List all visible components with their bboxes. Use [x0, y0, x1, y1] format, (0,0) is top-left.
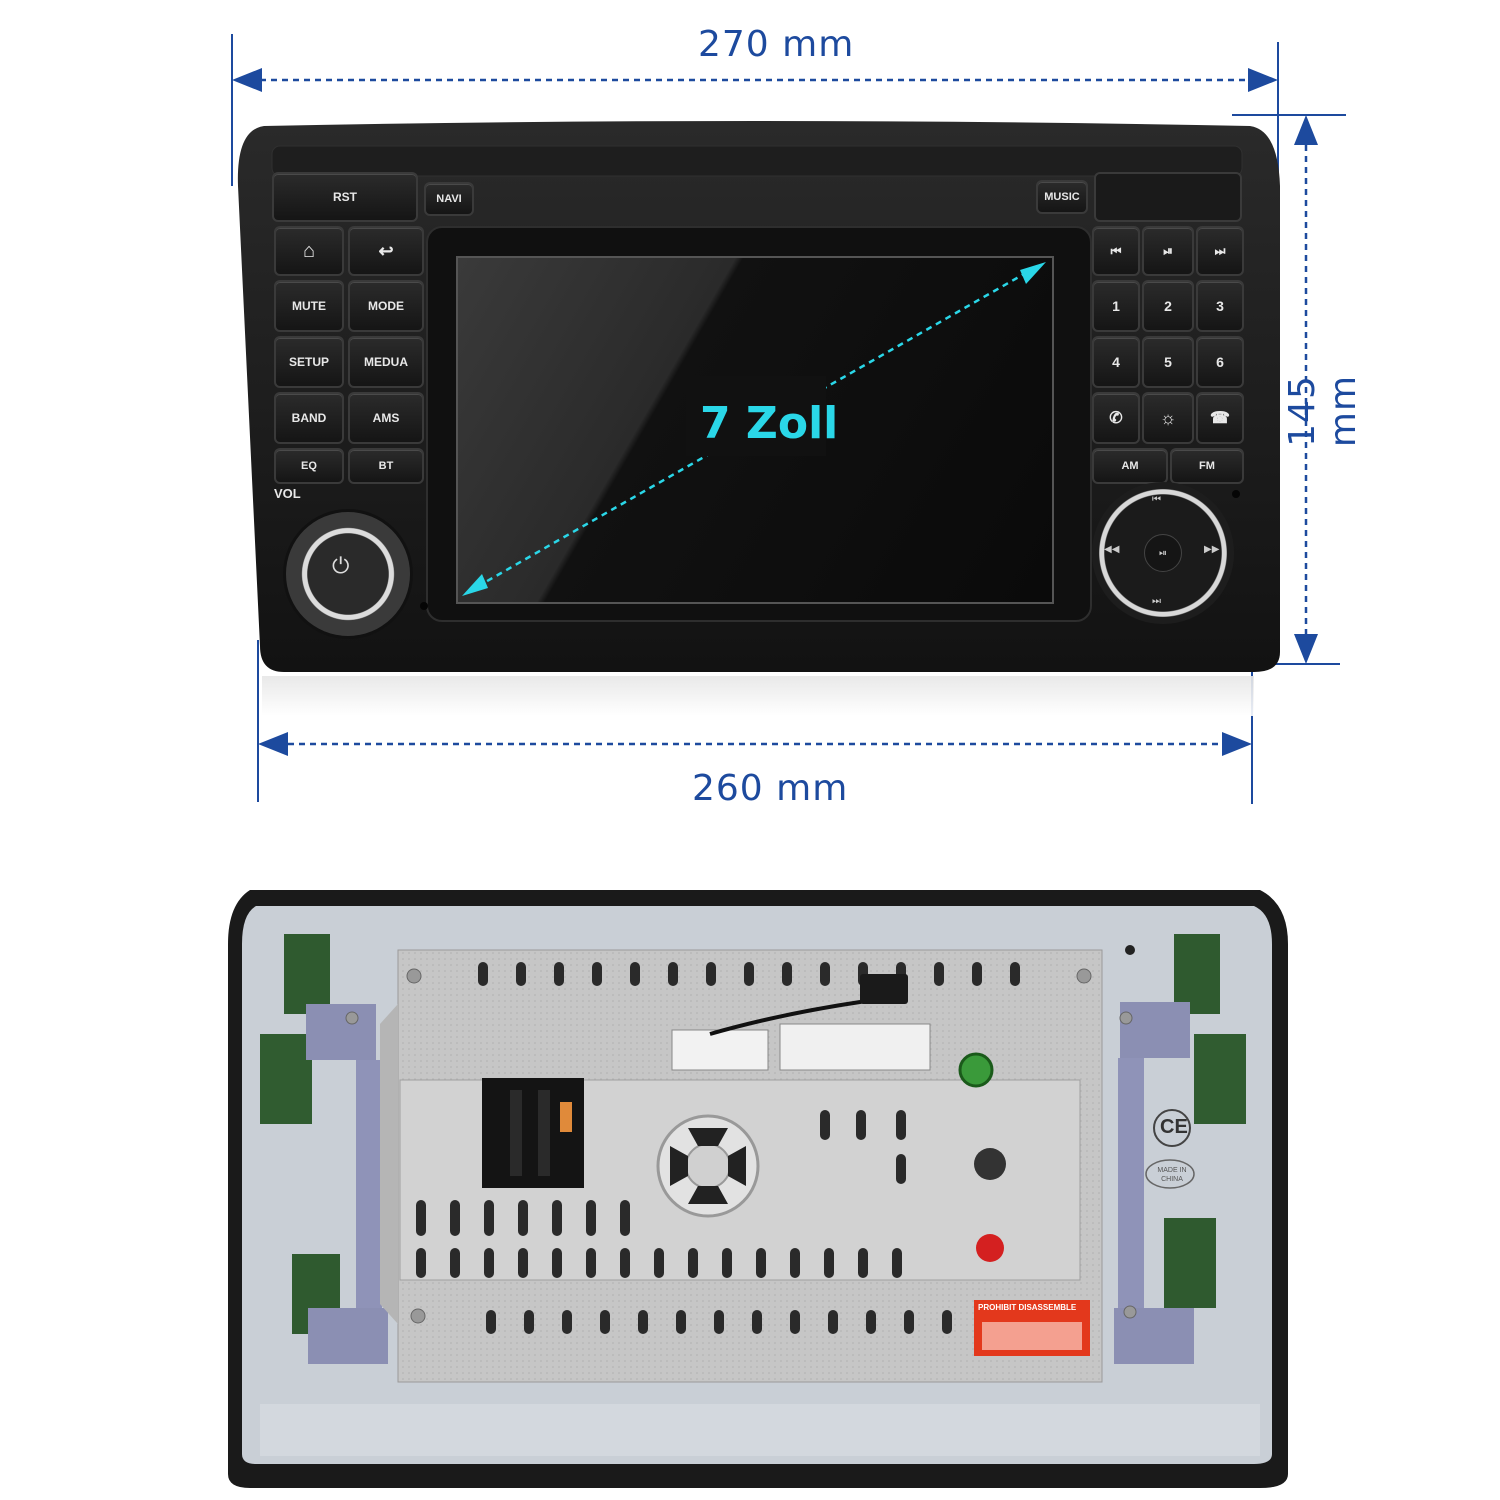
reset-hole	[1232, 490, 1240, 498]
bt-button[interactable]: BT	[348, 448, 424, 484]
eq-button[interactable]: EQ	[274, 448, 344, 484]
preset-1-button[interactable]: 1	[1092, 280, 1140, 332]
preset-2-button[interactable]: 2	[1142, 280, 1194, 332]
call-button[interactable]: ✆	[1092, 392, 1140, 444]
back-panel	[228, 890, 1288, 1488]
ce-mark: CE	[1160, 1116, 1188, 1138]
right-top-pad	[1094, 172, 1242, 222]
nav-down-icon[interactable]: ⏭	[1152, 596, 1161, 607]
hangup-icon: ☎	[1210, 410, 1230, 427]
media-button[interactable]: MEDUA	[348, 336, 424, 388]
mic-hole	[420, 602, 428, 610]
back-button[interactable]: ↩	[348, 226, 424, 276]
play-pause-icon: ⏯	[1159, 547, 1167, 559]
nav-ring[interactable]: ⏮ ⏭ ◀◀ ▶▶ ⏯	[1092, 482, 1234, 624]
preset-4-button[interactable]: 4	[1092, 336, 1140, 388]
navi-button[interactable]: NAVI	[424, 182, 474, 216]
ams-button[interactable]: AMS	[348, 392, 424, 444]
play-pause-button[interactable]: ⏯	[1142, 226, 1194, 276]
back-icon: ↩	[378, 240, 394, 261]
made-in-label: MADE IN CHINA	[1157, 1167, 1187, 1183]
mode-button[interactable]: MODE	[348, 280, 424, 332]
front-panel: 7 Zoll RST NAVI MUSIC ⌂ ↩ MUTE MODE SETU…	[234, 116, 1280, 716]
screen-size-label: 7 Zoll	[700, 398, 839, 449]
width-bottom-label: 260 mm	[692, 768, 849, 809]
nav-left-icon[interactable]: ◀◀	[1104, 544, 1120, 555]
volume-knob[interactable]: ⏻	[286, 512, 410, 636]
power-icon: ⏻	[332, 554, 350, 579]
home-button[interactable]: ⌂	[274, 226, 344, 276]
brightness-icon: ☼	[1159, 407, 1177, 428]
phone-icon: ✆	[1109, 410, 1123, 427]
band-button[interactable]: BAND	[274, 392, 344, 444]
nav-center-button[interactable]: ⏯	[1144, 534, 1182, 572]
mute-button[interactable]: MUTE	[274, 280, 344, 332]
screen-diagonal	[462, 262, 1046, 596]
warning-label: PROHIBIT DISASSEMBLE	[978, 1303, 1077, 1312]
brightness-button[interactable]: ☼	[1142, 392, 1194, 444]
am-button[interactable]: AM	[1092, 448, 1168, 484]
hangup-button[interactable]: ☎	[1196, 392, 1244, 444]
vol-label: VOL	[274, 486, 301, 501]
height-label: 145 mm	[1282, 374, 1364, 448]
rst-button[interactable]: RST	[272, 172, 418, 222]
prev-track-button[interactable]: ⏮	[1092, 226, 1140, 276]
preset-3-button[interactable]: 3	[1196, 280, 1244, 332]
preset-6-button[interactable]: 6	[1196, 336, 1244, 388]
next-track-button[interactable]: ⏭	[1196, 226, 1244, 276]
nav-right-icon[interactable]: ▶▶	[1204, 544, 1220, 555]
width-top-label: 270 mm	[698, 24, 855, 65]
home-icon: ⌂	[302, 239, 316, 262]
setup-button[interactable]: SETUP	[274, 336, 344, 388]
preset-5-button[interactable]: 5	[1142, 336, 1194, 388]
nav-up-icon[interactable]: ⏮	[1152, 494, 1161, 505]
fm-button[interactable]: FM	[1170, 448, 1244, 484]
music-button[interactable]: MUSIC	[1036, 180, 1088, 214]
